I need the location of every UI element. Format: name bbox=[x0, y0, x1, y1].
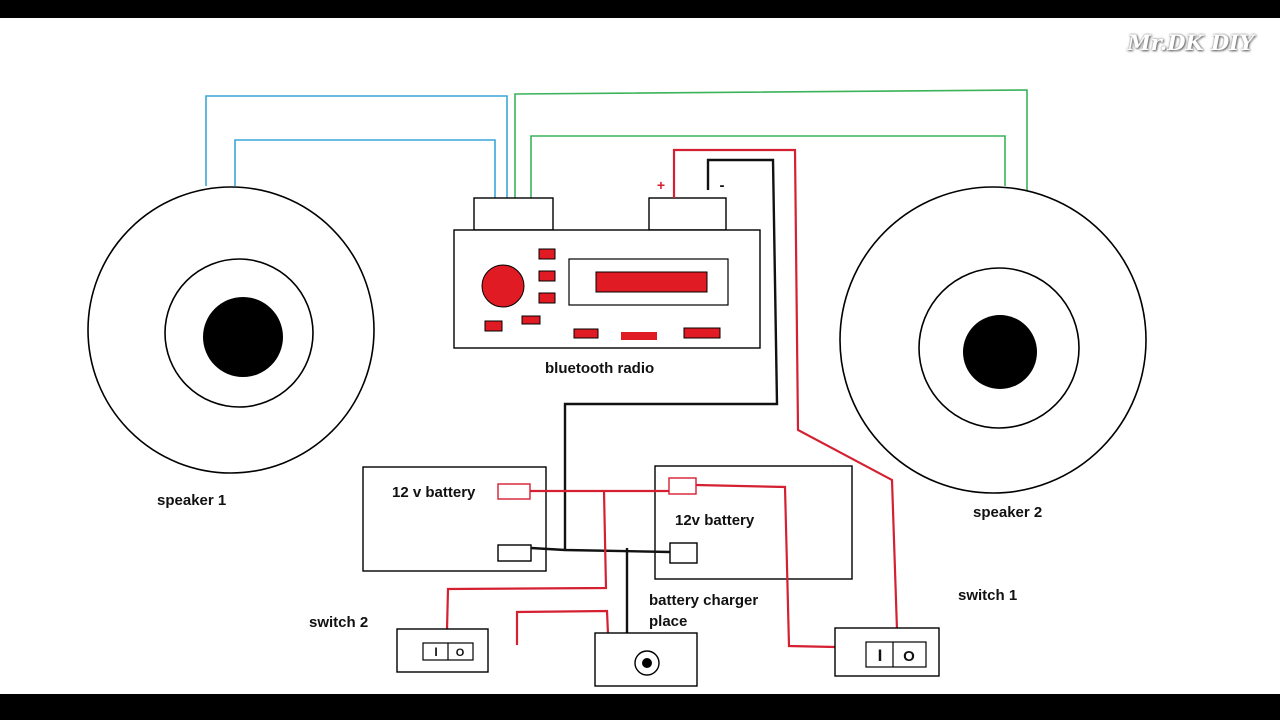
speaker-1 bbox=[87, 186, 375, 474]
battery-right bbox=[654, 465, 853, 580]
radio-power-connector bbox=[648, 197, 727, 231]
radio-plus-terminal-mark: + bbox=[657, 177, 665, 193]
switch-2-off-mark: O bbox=[456, 647, 465, 659]
battery-right-negative-terminal bbox=[669, 542, 698, 564]
battery-right-positive-terminal bbox=[668, 477, 697, 495]
speaker-2-inner-ring bbox=[918, 267, 1080, 429]
battery-charger-port bbox=[594, 632, 698, 687]
radio-button bbox=[538, 292, 556, 304]
radio-button bbox=[538, 270, 556, 282]
radio-button bbox=[484, 320, 503, 332]
speaker-2 bbox=[839, 186, 1147, 494]
battery-left-label: 12 v battery bbox=[392, 484, 476, 501]
speaker-1-label: speaker 1 bbox=[157, 492, 227, 509]
switch-1: I O bbox=[834, 627, 940, 677]
radio-display bbox=[595, 271, 708, 293]
speaker-2-wires bbox=[514, 89, 1028, 198]
switch-2: I O bbox=[396, 628, 489, 673]
switch-2-label: switch 2 bbox=[309, 614, 369, 631]
radio-button bbox=[573, 328, 599, 339]
speaker-1-inner-ring bbox=[164, 258, 314, 408]
battery-left-negative-terminal bbox=[497, 544, 532, 562]
radio-button bbox=[621, 332, 657, 340]
speaker-2-outer-ring bbox=[839, 186, 1147, 494]
battery-right-label: 12v battery bbox=[675, 512, 755, 529]
radio-volume-knob bbox=[481, 264, 525, 308]
channel-watermark: Mr.DK DIY bbox=[1127, 30, 1255, 55]
radio-button bbox=[521, 315, 541, 325]
switch-1-label: switch 1 bbox=[958, 587, 1018, 604]
switch-1-off-mark: O bbox=[903, 648, 915, 665]
negative-wires bbox=[530, 158, 779, 634]
radio-button bbox=[538, 248, 556, 260]
switch-1-rocker bbox=[865, 641, 927, 668]
battery-charger-label-line-1: battery charger bbox=[649, 592, 759, 609]
top-letterbox-bar bbox=[0, 0, 1280, 18]
speaker-1-wires bbox=[205, 95, 508, 198]
battery-charger-label-line-2: place bbox=[649, 613, 688, 630]
speaker-1-outer-ring bbox=[87, 186, 375, 474]
bluetooth-radio: + - bbox=[453, 177, 761, 349]
radio-speaker-connector bbox=[473, 197, 554, 231]
radio-button bbox=[683, 327, 721, 339]
bottom-letterbox-bar bbox=[0, 694, 1280, 720]
switch-1-on-mark: I bbox=[878, 646, 883, 665]
speaker-2-label: speaker 2 bbox=[973, 504, 1043, 521]
speaker-1-magnet bbox=[203, 297, 283, 377]
switch-2-on-mark: I bbox=[434, 645, 437, 659]
battery-left bbox=[362, 466, 547, 572]
charger-socket-pin bbox=[642, 658, 652, 668]
speaker-2-magnet bbox=[963, 315, 1037, 389]
bluetooth-radio-label: bluetooth radio bbox=[545, 360, 655, 377]
radio-minus-terminal-mark: - bbox=[720, 177, 725, 194]
positive-wires bbox=[445, 148, 899, 649]
battery-left-positive-terminal bbox=[497, 483, 531, 500]
